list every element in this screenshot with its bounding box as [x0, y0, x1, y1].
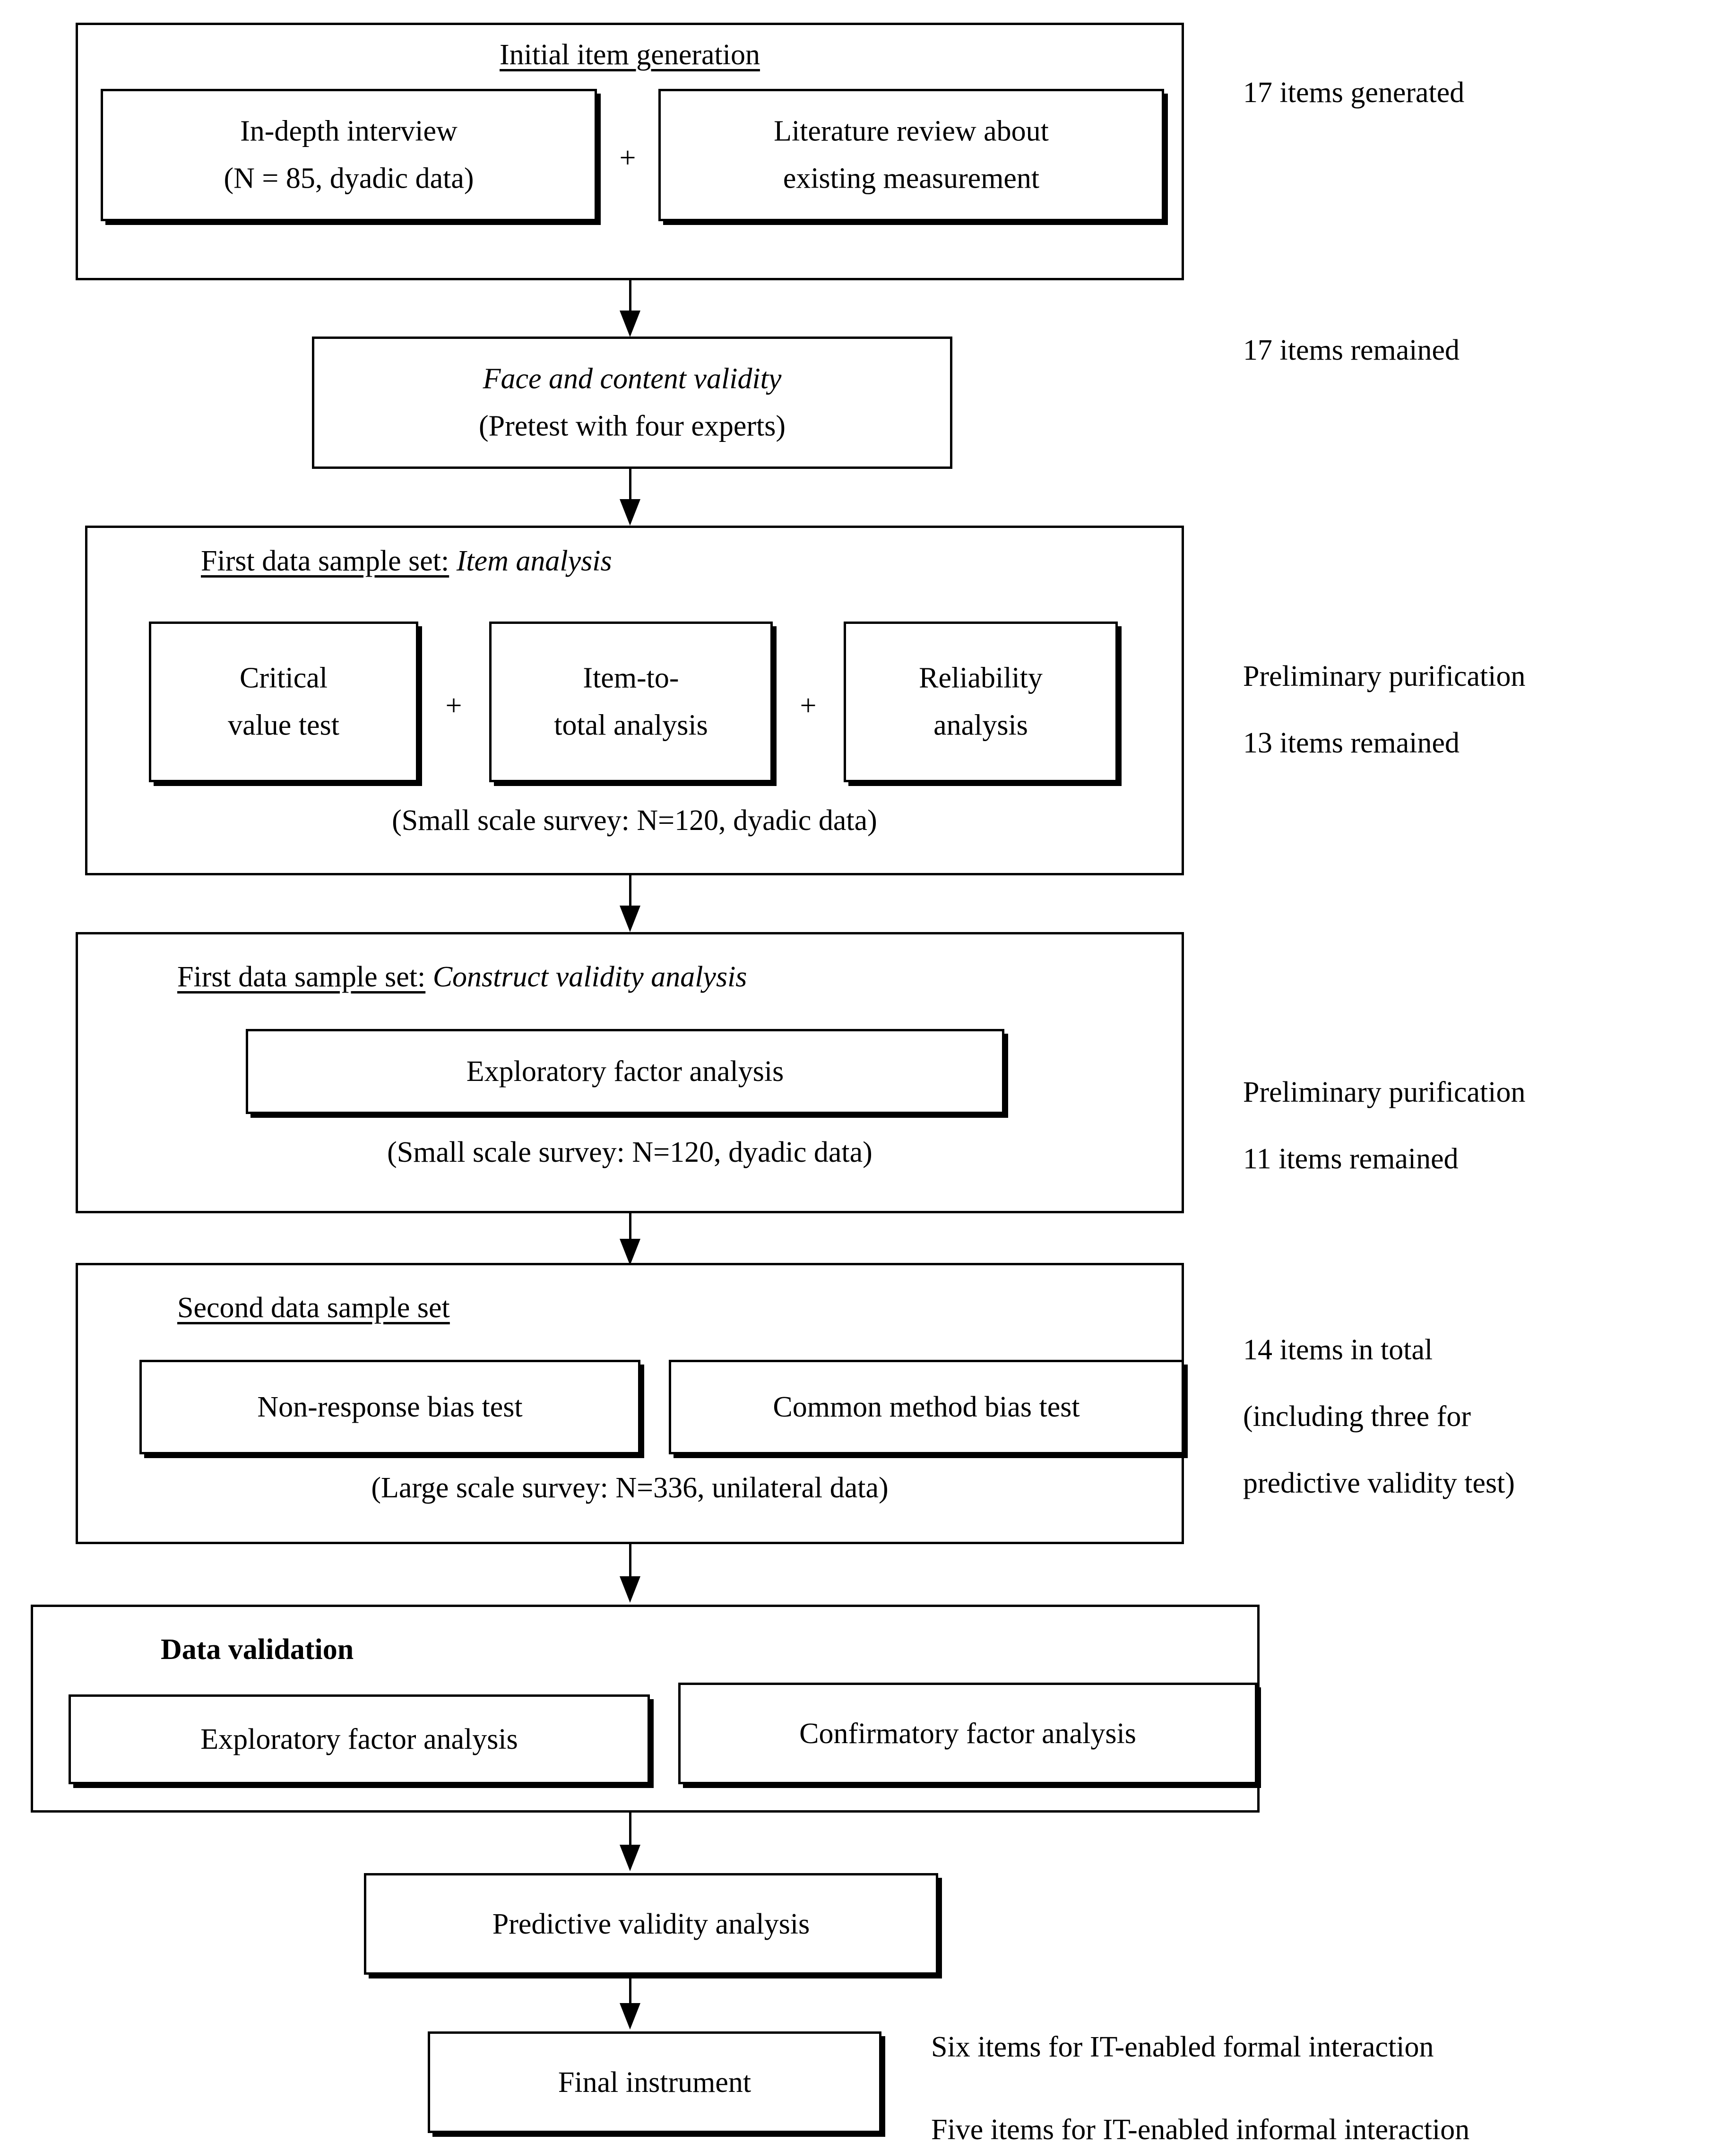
stage-predictive-validity-analysis-text: Predictive validity analysis: [492, 1908, 810, 1940]
face-validity-line1: Face and content validity: [483, 363, 782, 395]
box-in-depth-interview: In-depth interview (N = 85, dyadic data): [101, 89, 597, 221]
box-common-method-bias-test-text: Common method bias test: [773, 1391, 1080, 1423]
stage-final-instrument-text: Final instrument: [558, 2066, 751, 2099]
box-reliability-analysis: Reliability analysis: [844, 622, 1118, 782]
box-in-depth-interview-line1: In-depth interview: [240, 115, 458, 147]
note-preliminary-purification-11: Preliminary purification 11 items remain…: [1243, 1073, 1525, 1179]
box-literature-review-line1: Literature review about: [774, 115, 1049, 147]
box-critical-value-test-text: Critical value test: [151, 655, 416, 750]
item-to-total-line1: Item-to-: [583, 662, 679, 694]
box-critical-value-test: Critical value test: [149, 622, 418, 782]
box-non-response-bias-test: Non-response bias test: [139, 1360, 640, 1454]
note-17-items-remained: 17 items remained: [1243, 334, 1460, 366]
box-non-response-bias-test-text: Non-response bias test: [257, 1391, 523, 1423]
operator-plus-stage1: +: [619, 142, 636, 174]
box-confirmatory-factor-analysis-text: Confirmatory factor analysis: [799, 1717, 1136, 1750]
box-in-depth-interview-line2: (N = 85, dyadic data): [224, 163, 474, 195]
stage-item-analysis-footnote: (Small scale survey: N=120, dyadic data): [392, 804, 877, 837]
note-14-items-in-total: 14 items in total (including three for p…: [1243, 1330, 1515, 1503]
operator-plus-item-analysis-1: +: [445, 690, 462, 722]
stage-item-analysis: First data sample set: Item analysis Cri…: [85, 526, 1184, 875]
reliability-analysis-line1: Reliability: [919, 662, 1043, 694]
note-17-items-generated: 17 items generated: [1243, 77, 1465, 109]
box-exploratory-factor-analysis-stage6-text: Exploratory factor analysis: [200, 1723, 518, 1755]
critical-value-test-line1: Critical: [240, 662, 328, 694]
reliability-analysis-line2: analysis: [933, 709, 1028, 742]
note-preliminary-purification-11-line1: Preliminary purification: [1243, 1076, 1526, 1108]
item-analysis-heading-italic: Item analysis: [456, 545, 612, 577]
stage-face-and-content-validity: Face and content validity (Pretest with …: [312, 337, 952, 469]
stage-final-instrument: Final instrument: [428, 2031, 881, 2133]
box-exploratory-factor-analysis-stage4-text: Exploratory factor analysis: [466, 1055, 784, 1088]
construct-validity-heading-prefix: First data sample set:: [177, 961, 426, 993]
box-common-method-bias-test: Common method bias test: [669, 1360, 1184, 1454]
stage-construct-validity-analysis: First data sample set: Construct validit…: [76, 932, 1184, 1213]
box-confirmatory-factor-analysis: Confirmatory factor analysis: [678, 1683, 1257, 1784]
box-literature-review-text: Literature review about existing measure…: [661, 108, 1162, 203]
note-preliminary-purification-11-line2: 11 items remained: [1243, 1143, 1459, 1175]
note-14-items-line2: (including three for: [1243, 1400, 1471, 1433]
stage-construct-validity-footnote: (Small scale survey: N=120, dyadic data): [387, 1136, 872, 1168]
box-item-to-total-analysis: Item-to- total analysis: [489, 622, 773, 782]
stage-predictive-validity-analysis: Predictive validity analysis: [364, 1873, 938, 1975]
critical-value-test-line2: value test: [228, 709, 339, 742]
note-14-items-line3: predictive validity test): [1243, 1467, 1515, 1500]
stage-data-validation-heading: Data validation: [161, 1633, 354, 1666]
note-preliminary-purification-13-line1: Preliminary purification: [1243, 660, 1526, 692]
stage-item-analysis-heading: First data sample set: Item analysis: [201, 542, 612, 581]
note-preliminary-purification-13: Preliminary purification 13 items remain…: [1243, 657, 1525, 763]
item-to-total-line2: total analysis: [554, 709, 708, 742]
operator-plus-item-analysis-2: +: [800, 690, 817, 722]
stage-construct-validity-heading: First data sample set: Construct validit…: [177, 958, 747, 997]
box-item-to-total-analysis-text: Item-to- total analysis: [492, 655, 770, 750]
box-literature-review: Literature review about existing measure…: [658, 89, 1164, 221]
stage-second-data-sample-set-heading: Second data sample set: [177, 1292, 450, 1324]
box-exploratory-factor-analysis-stage6: Exploratory factor analysis: [69, 1694, 650, 1784]
note-preliminary-purification-13-line2: 13 items remained: [1243, 727, 1460, 760]
item-analysis-heading-prefix: First data sample set:: [201, 545, 449, 577]
box-reliability-analysis-text: Reliability analysis: [846, 655, 1115, 750]
stage-face-and-content-validity-text: Face and content validity (Pretest with …: [314, 355, 950, 450]
stage-data-validation: Data validation Exploratory factor analy…: [31, 1605, 1260, 1813]
construct-validity-heading-italic: Construct validity analysis: [432, 961, 747, 993]
stage-initial-item-generation-heading: Initial item generation: [500, 39, 760, 71]
note-14-items-line1: 14 items in total: [1243, 1334, 1433, 1366]
box-in-depth-interview-text: In-depth interview (N = 85, dyadic data): [103, 108, 595, 203]
stage-second-data-sample-set-footnote: (Large scale survey: N=336, unilateral d…: [371, 1472, 889, 1504]
note-five-items-informal: Five items for IT-enabled informal inter…: [931, 2114, 1470, 2146]
face-validity-line2: (Pretest with four experts): [478, 410, 786, 442]
note-six-items-formal: Six items for IT-enabled formal interact…: [931, 2031, 1434, 2063]
box-literature-review-line2: existing measurement: [783, 163, 1040, 195]
box-exploratory-factor-analysis-stage4: Exploratory factor analysis: [246, 1029, 1004, 1114]
stage-initial-item-generation: Initial item generation In-depth intervi…: [76, 23, 1184, 280]
stage-second-data-sample-set: Second data sample set Non-response bias…: [76, 1263, 1184, 1544]
